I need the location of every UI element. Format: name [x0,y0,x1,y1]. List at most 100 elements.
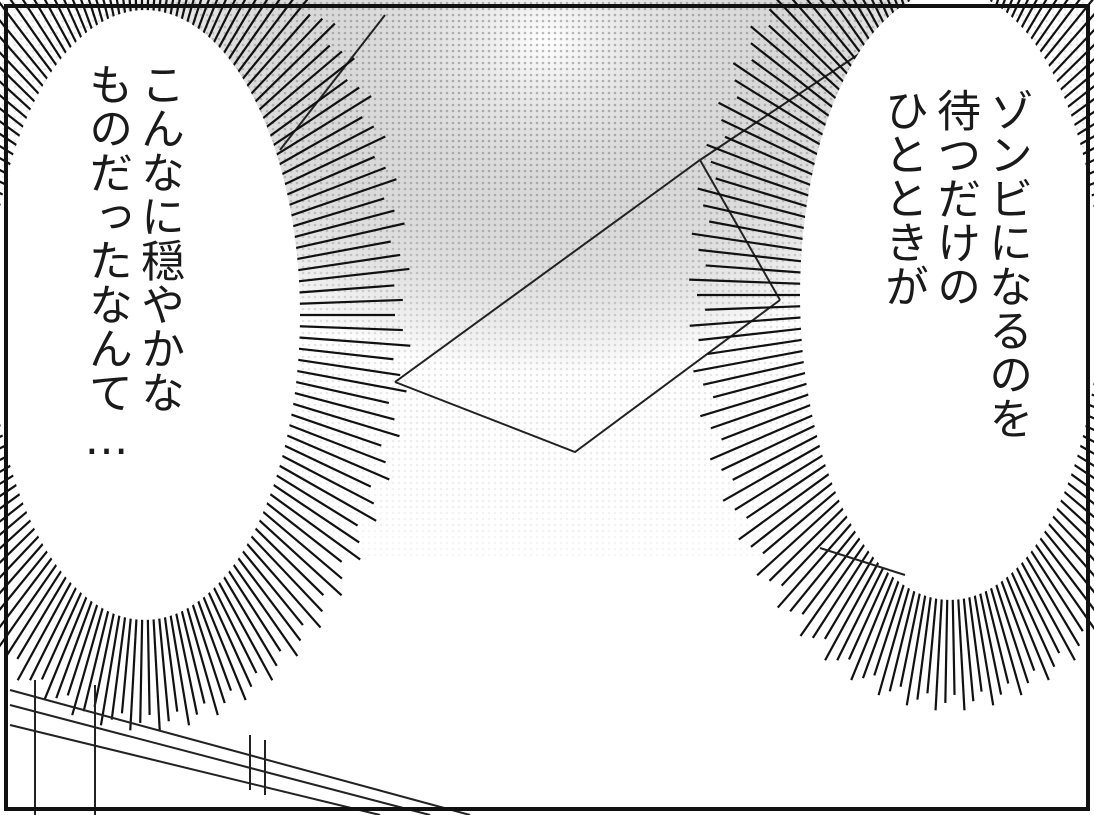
emphasis-ray [847,568,891,660]
emphasis-ray [732,433,822,481]
emphasis-ray [824,558,882,661]
emphasis-ray [95,0,105,26]
emphasis-ray [263,57,355,131]
emphasis-ray [732,62,830,129]
emphasis-ray [1014,563,1061,654]
emphasis-ray [239,547,304,626]
emphasis-ray [689,316,805,327]
emphasis-ray [115,0,122,19]
emphasis-ray [709,413,817,461]
emphasis-ray [1067,97,1094,119]
emphasis-ray [120,614,133,714]
emphasis-ray [230,0,281,69]
emphasis-ray [999,577,1036,671]
emphasis-ray [718,101,822,157]
emphasis-ray [201,0,219,37]
emphasis-ray [705,264,805,274]
emphasis-ray [1023,0,1048,37]
emphasis-ray [702,360,808,386]
emphasis-ray [886,0,896,17]
emphasis-ray [710,160,813,198]
emphasis-ray [1018,558,1076,661]
emphasis-ray [280,135,386,187]
emphasis-ray [870,0,886,27]
emphasis-ray [278,453,375,505]
emphasis-ray [285,166,386,208]
emphasis-ray [734,79,827,138]
emphasis-ray [0,525,39,564]
emphasis-ray [9,0,60,69]
emphasis-ray [206,588,253,688]
emphasis-ray [700,381,811,418]
emphasis-ray [168,611,191,726]
emphasis-ray [174,0,181,21]
emphasis-ray [221,573,278,667]
emphasis-ray [185,0,195,26]
emphasis-ray [0,132,21,149]
emphasis-ray [1064,84,1094,111]
emphasis-ray [1023,553,1081,647]
emphasis-ray [266,491,361,561]
emphasis-ray [287,412,382,447]
emphasis-ray [944,595,949,703]
emphasis-ray [40,588,84,680]
emphasis-ray [0,508,31,537]
emphasis-ray [259,50,343,122]
emphasis-ray [899,589,922,687]
emphasis-ray [179,607,206,704]
emphasis-ray [295,325,403,332]
emphasis-ray [278,125,375,177]
emphasis-ray [243,540,322,629]
emphasis-ray [994,580,1030,684]
emphasis-ray [190,600,226,704]
emphasis-ray [0,516,35,550]
emphasis-ray [823,553,877,640]
emphasis-ray [708,220,807,241]
emphasis-ray [272,95,372,158]
emphasis-ray [1041,0,1094,63]
emphasis-ray [988,584,1023,696]
emphasis-ray [1057,57,1094,94]
emphasis-ray [706,143,815,188]
emphasis-ray [888,587,917,692]
emphasis-ray [247,17,324,98]
emphasis-ray [978,589,1003,695]
emphasis-ray [862,0,882,32]
emphasis-ray [289,197,385,229]
emphasis-ray [295,284,395,294]
emphasis-ray [255,516,343,597]
emphasis-ray [263,499,343,563]
emphasis-ray [836,563,886,661]
emphasis-ray [174,609,199,715]
emphasis-ray [698,248,806,263]
emphasis-ray [0,561,60,648]
emphasis-ray [776,520,855,609]
emphasis-ray [283,433,390,481]
ceiling-lines [279,14,881,454]
emphasis-ray [750,42,836,111]
emphasis-ray [1045,520,1094,578]
emphasis-ray [873,580,906,676]
right-emphasis-rays [689,0,1094,711]
emphasis-ray [1064,479,1094,506]
emphasis-ray [934,595,944,711]
emphasis-ray [294,347,394,361]
emphasis-ray [710,392,813,430]
emphasis-ray [879,0,891,22]
emphasis-ray [269,481,360,544]
emphasis-ray [235,0,294,76]
emphasis-ray [293,369,407,393]
emphasis-ray [738,471,833,541]
emphasis-ray [0,19,51,83]
emphasis-ray [190,0,203,30]
emphasis-ray [251,22,336,105]
emphasis-ray [0,547,51,611]
emphasis-ray [0,1,55,76]
emphasis-ray [789,527,859,612]
emphasis-ray [283,155,376,197]
emphasis-ray [0,499,27,523]
emphasis-ray [762,488,840,555]
emphasis-ray [294,267,410,283]
emphasis-ray [693,349,807,373]
emphasis-ray [21,0,65,63]
